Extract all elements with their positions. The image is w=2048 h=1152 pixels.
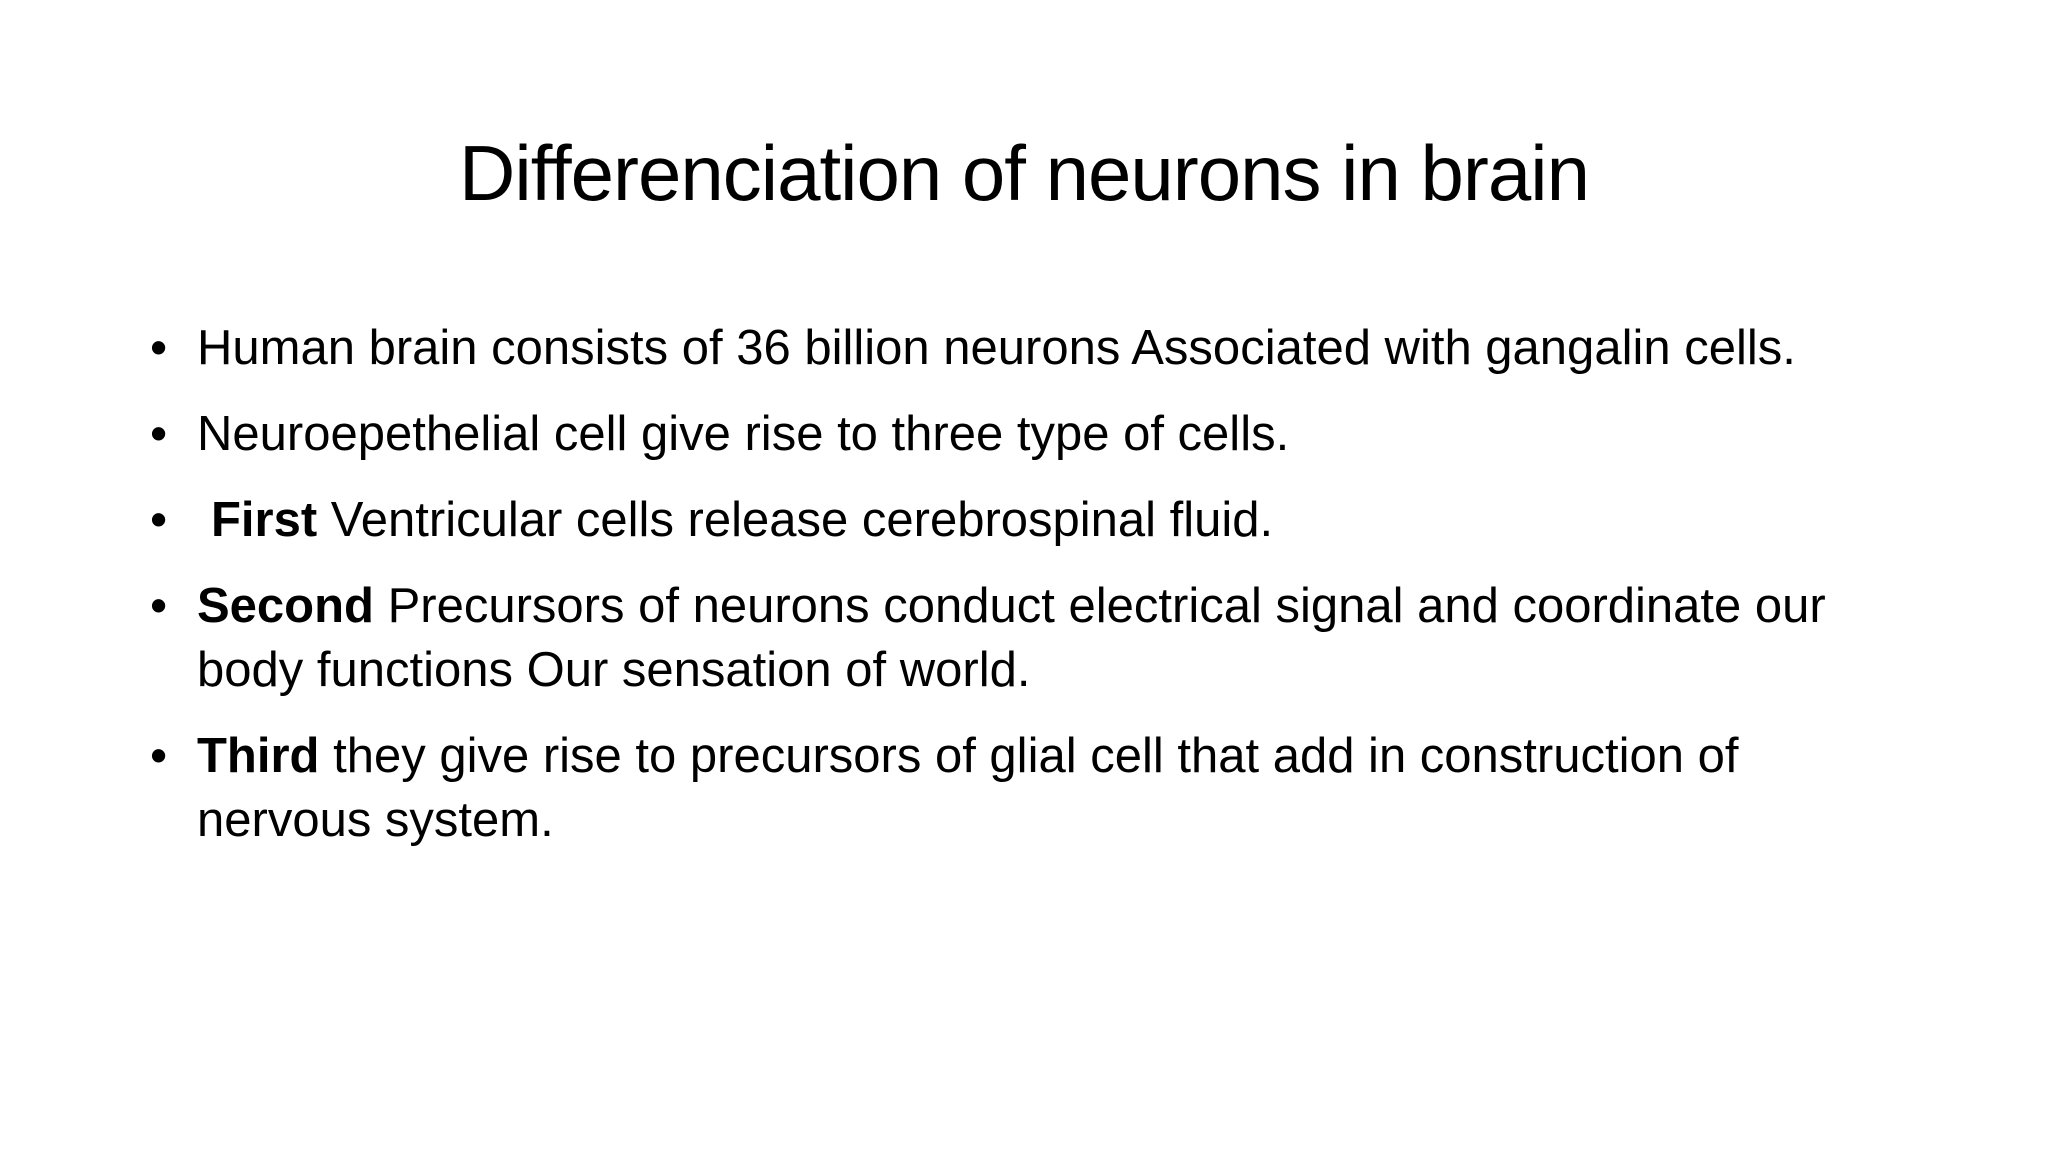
bullet-text: Neuroepethelial cell give rise to three … <box>197 407 1290 461</box>
bullet-lead: Second <box>197 579 374 633</box>
bullet-item-5: • Third they give rise to precursors of … <box>150 724 1910 852</box>
bullet-lead: Third <box>197 729 320 783</box>
bullet-item-3: • First Ventricular cells release cerebr… <box>150 488 1910 552</box>
slide-title: Differenciation of neurons in brain <box>459 129 1590 217</box>
bullet-text: Precursors of neurons conduct electrical… <box>197 579 1826 697</box>
bullet-item-4: • Second Precursors of neurons conduct e… <box>150 574 1910 702</box>
bullet-text: Human brain consists of 36 billion neuro… <box>197 321 1796 375</box>
bullet-list: • Human brain consists of 36 billion neu… <box>150 316 1910 874</box>
bullet-icon: • <box>150 729 168 783</box>
bullet-icon: • <box>150 321 168 375</box>
bullet-icon: • <box>150 493 168 547</box>
bullet-item-2: • Neuroepethelial cell give rise to thre… <box>150 402 1910 466</box>
bullet-text: Ventricular cells release cerebrospinal … <box>317 493 1274 547</box>
bullet-icon: • <box>150 407 168 461</box>
bullet-lead: First <box>211 493 318 547</box>
bullet-item-1: • Human brain consists of 36 billion neu… <box>150 316 1910 380</box>
bullet-icon: • <box>150 579 168 633</box>
bullet-text: they give rise to precursors of glial ce… <box>197 729 1739 847</box>
